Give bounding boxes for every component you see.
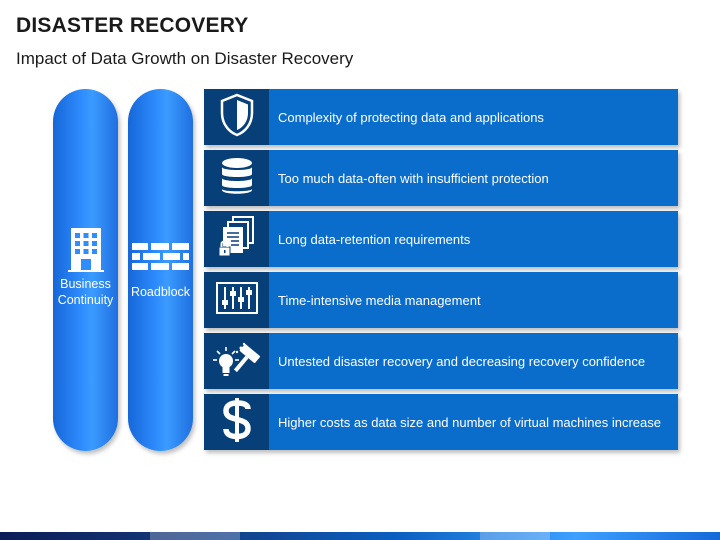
- equalizer-icon: [215, 281, 258, 319]
- item-text: Too much data-often with insufficient pr…: [278, 170, 549, 186]
- list-item: Long data-retention requirements: [204, 211, 678, 267]
- office-building-icon: [68, 224, 104, 277]
- item-text: Higher costs as data size and number of …: [278, 414, 661, 430]
- item-text: Long data-retention requirements: [278, 231, 471, 247]
- locked-documents-icon: [217, 215, 257, 264]
- page-subtitle: Impact of Data Growth on Disaster Recove…: [16, 49, 354, 68]
- list-item: Time-intensive media management: [204, 272, 678, 328]
- footer-accent-bar: [0, 532, 720, 540]
- list-item: Higher costs as data size and number of …: [204, 394, 678, 450]
- item-text: Untested disaster recovery and decreasin…: [278, 353, 646, 369]
- brick-wall-icon: [131, 242, 191, 277]
- page-title: DISASTER RECOVERY: [16, 14, 249, 37]
- roadblock-pillar: Roadblock: [128, 89, 193, 451]
- database-icon: [220, 157, 254, 200]
- list-item: Too much data-often with insufficient pr…: [204, 150, 678, 206]
- business-continuity-label: Business Continuity: [57, 277, 114, 307]
- business-continuity-pillar: Business Continuity: [53, 89, 118, 451]
- item-text: Complexity of protecting data and applic…: [278, 109, 544, 125]
- item-text: Time-intensive media management: [278, 292, 481, 308]
- list-item: Complexity of protecting data and applic…: [204, 89, 678, 145]
- list-item: Untested disaster recovery and decreasin…: [204, 333, 678, 389]
- dollar-icon: [221, 397, 253, 448]
- idea-hammer-icon: [211, 339, 263, 384]
- shield-icon: [219, 93, 255, 142]
- roadblock-label: Roadblock: [130, 285, 191, 299]
